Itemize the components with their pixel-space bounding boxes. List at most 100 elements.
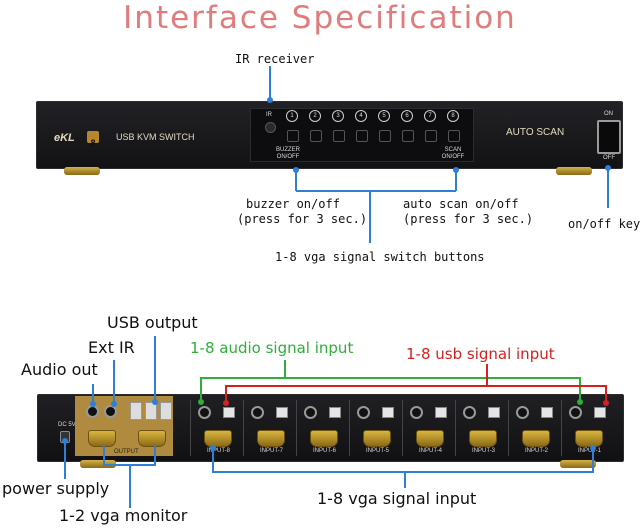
ir-receiver-dot — [267, 97, 273, 103]
switch-on-label: ON — [604, 111, 613, 117]
input-block-8: INPUT-8 — [190, 400, 243, 456]
scan-panel-label: SCAN ON/OFF — [441, 147, 465, 160]
ir-receiver-callout: IR receiver — [235, 52, 315, 66]
power-rocker-switch[interactable] — [597, 120, 621, 154]
vga-output-port-2 — [138, 430, 166, 447]
vga-buttons-callout: 1-8 vga signal switch buttons — [275, 250, 485, 264]
usb-output-callout: USB output — [107, 313, 198, 332]
usb-output-port-2 — [145, 402, 157, 420]
power-supply-callout: power supply — [2, 479, 110, 498]
audio-input-jack-8 — [198, 406, 211, 419]
audio-input-jack-7 — [251, 406, 264, 419]
vga-output-port-1 — [88, 430, 116, 447]
audio-input-jack-5 — [357, 406, 370, 419]
vga-input-bracket — [212, 448, 594, 473]
input-block-2: INPUT-2 — [508, 400, 561, 456]
usb-output-port-3 — [160, 402, 172, 420]
audio-input-callout: 1-8 audio signal input — [190, 339, 354, 357]
input-block-6: INPUT-6 — [296, 400, 349, 456]
ext-ir-jack — [104, 405, 117, 418]
port-button-3[interactable] — [333, 130, 345, 142]
audio-input-dot-8 — [198, 399, 204, 405]
port-count-badge: 8 — [87, 131, 99, 148]
input-label-7: INPUT-7 — [260, 448, 284, 454]
output-label: OUTPUT — [114, 449, 139, 455]
audio-out-dot — [90, 401, 96, 407]
input-label-1: INPUT-1 — [578, 448, 602, 454]
input-label-2: INPUT-2 — [525, 448, 549, 454]
port-button-6[interactable] — [402, 130, 414, 142]
port-button-5[interactable] — [379, 130, 391, 142]
front-callout-lines — [267, 66, 611, 243]
vga-input-dot-8 — [210, 445, 216, 451]
vga-input-callout: 1-8 vga signal input — [317, 489, 477, 508]
scan-dot — [453, 167, 459, 173]
input-block-5: INPUT-5 — [349, 400, 402, 456]
input-label-6: INPUT-6 — [313, 448, 337, 454]
switch-off-label: OFF — [603, 155, 615, 161]
port-number-5: 5 — [378, 110, 390, 122]
input-label-8: INPUT-8 — [207, 448, 231, 454]
port-button-2[interactable] — [310, 130, 322, 142]
dc-label: DC 5V — [58, 422, 76, 428]
port-button-4[interactable] — [356, 130, 368, 142]
audio-input-line — [200, 377, 581, 402]
usb-input-port-1 — [594, 407, 606, 418]
input-label-5: INPUT-5 — [366, 448, 390, 454]
input-label-4: INPUT-4 — [419, 448, 443, 454]
front-left-foot — [64, 167, 100, 175]
audio-input-jack-4 — [410, 406, 423, 419]
audio-input-jack-1 — [569, 406, 582, 419]
port-button-1[interactable] — [287, 130, 299, 142]
onoff-callout: on/off key — [568, 217, 640, 231]
usb-input-callout: 1-8 usb signal input — [406, 345, 555, 363]
vga-input-port-1 — [575, 430, 603, 447]
buzzer-note: (press for 3 sec.) — [237, 212, 368, 226]
auto-scan-label: AUTO SCAN — [506, 127, 565, 138]
ext-ir-dot — [111, 401, 117, 407]
port-button-8[interactable] — [448, 130, 460, 142]
port-number-1: 1 — [286, 110, 298, 122]
usb-input-dot-8 — [223, 400, 229, 406]
input-block-7: INPUT-7 — [243, 400, 296, 456]
usb-input-port-8 — [223, 407, 235, 418]
front-right-foot — [556, 167, 592, 175]
vga-monitor-callout: 1-2 vga monitor — [59, 506, 188, 525]
rear-left-foot — [80, 460, 116, 468]
port-number-3: 3 — [332, 110, 344, 122]
ir-window — [265, 122, 276, 133]
ir-window-label: IR — [266, 112, 272, 118]
port-number-2: 2 — [309, 110, 321, 122]
port-number-6: 6 — [401, 110, 413, 122]
vga-input-port-6 — [310, 430, 338, 447]
input-block-4: INPUT-4 — [402, 400, 455, 456]
port-button-7[interactable] — [425, 130, 437, 142]
autoscan-note: (press for 3 sec.) — [403, 212, 534, 226]
vga-input-port-7 — [257, 430, 285, 447]
vga-input-port-2 — [522, 430, 550, 447]
rear-right-foot — [560, 460, 596, 468]
usb-input-port-3 — [488, 407, 500, 418]
model-name: USB KVM SWITCH — [116, 132, 195, 142]
vga-input-port-3 — [469, 430, 497, 447]
port-count-badge-text: 8 — [90, 138, 96, 148]
buzzer-dot — [293, 167, 299, 173]
autoscan-callout: auto scan on/off — [403, 197, 519, 211]
usb-input-port-2 — [541, 407, 553, 418]
buzzer-callout: buzzer on/off — [246, 197, 340, 211]
input-label-3: INPUT-3 — [472, 448, 496, 454]
audio-input-jack-3 — [463, 406, 476, 419]
vga-monitor-bracket — [103, 446, 156, 466]
buzzer-panel-label: BUZZER ON/OFF — [276, 147, 300, 160]
input-block-3: INPUT-3 — [455, 400, 508, 456]
usb-input-port-5 — [382, 407, 394, 418]
page-title: Interface Specification — [123, 0, 517, 36]
vga-input-port-5 — [363, 430, 391, 447]
port-number-8: 8 — [447, 110, 459, 122]
port-number-4: 4 — [355, 110, 367, 122]
usb-input-port-7 — [276, 407, 288, 418]
usb-input-line — [225, 385, 607, 403]
vga-input-port-8 — [204, 430, 232, 447]
usb-input-port-4 — [435, 407, 447, 418]
